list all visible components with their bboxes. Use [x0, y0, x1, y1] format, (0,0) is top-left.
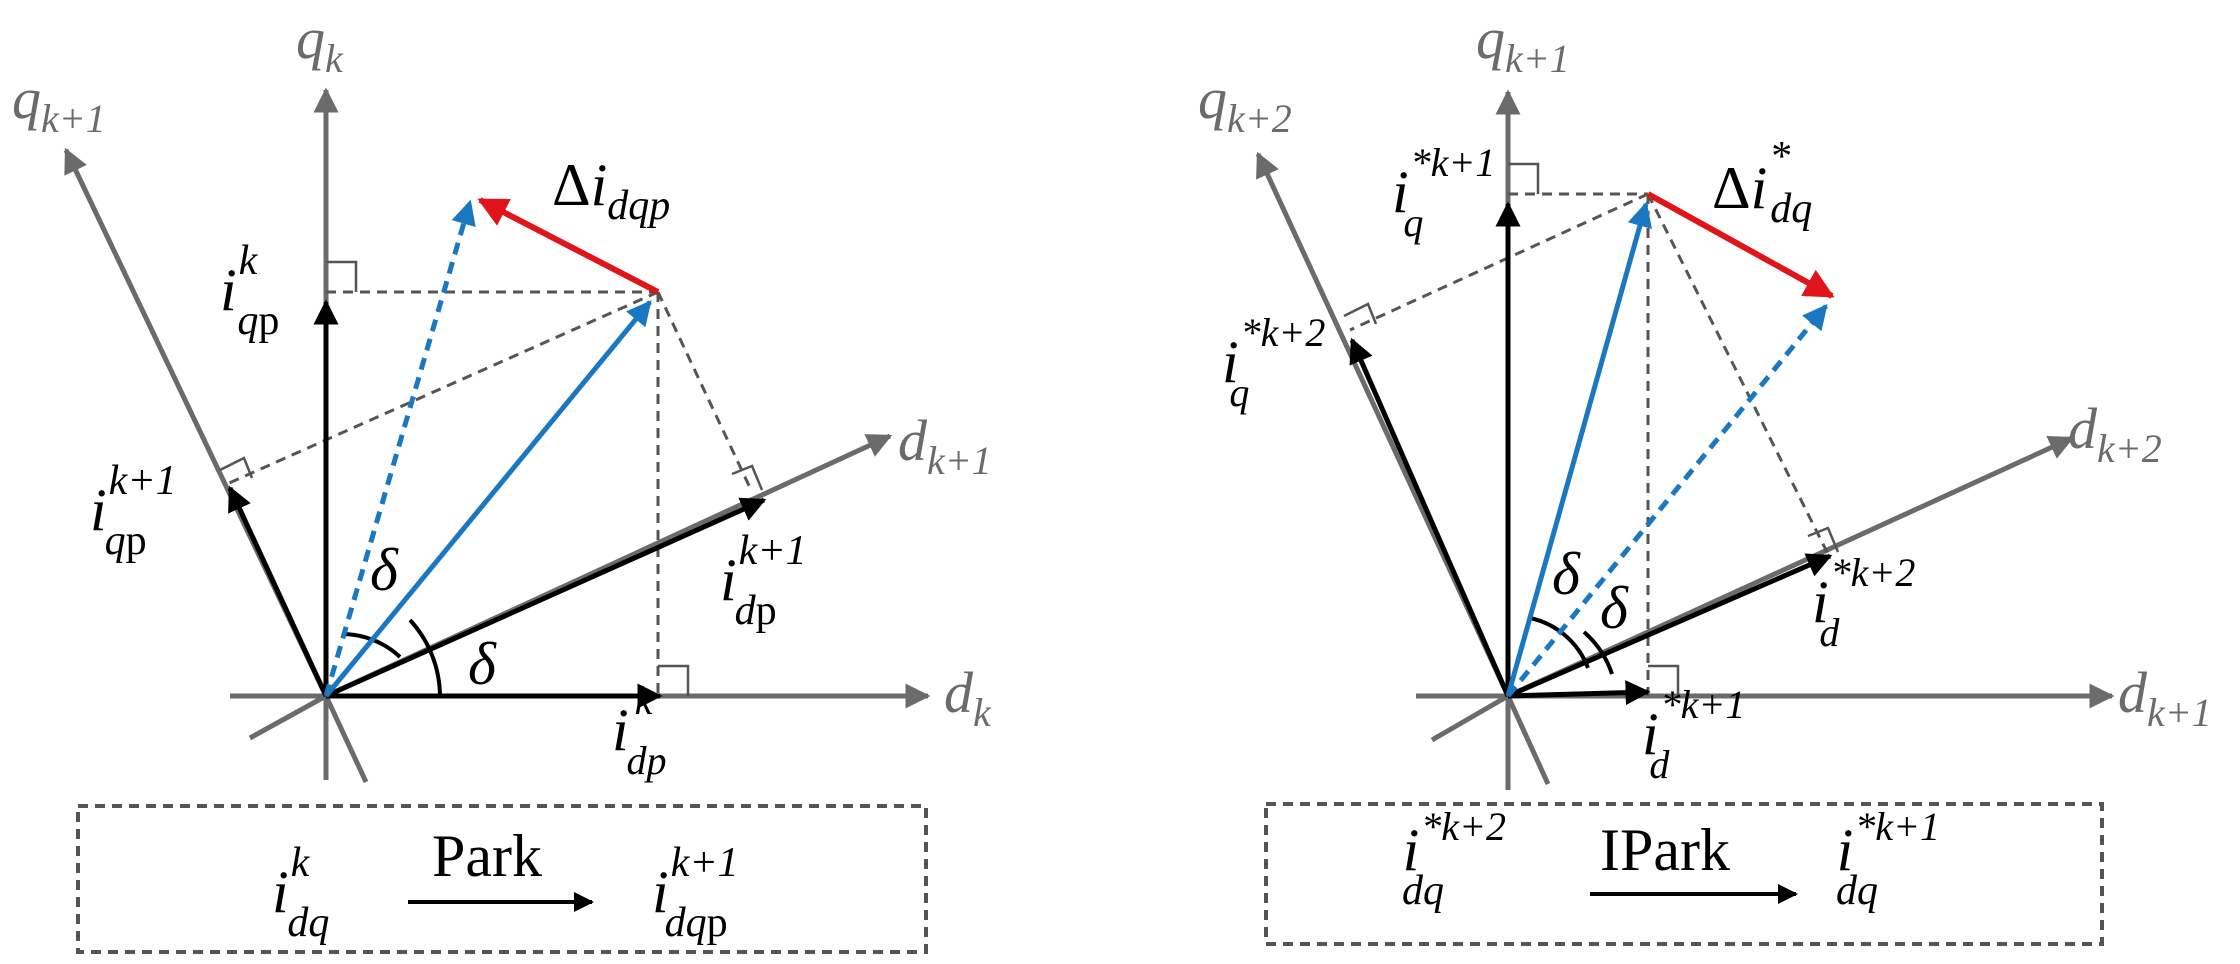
- vector-idp-k1: [324, 497, 767, 699]
- vector-idq-k: [324, 300, 652, 698]
- delta-arc-outer: [408, 618, 442, 697]
- label-delta-idqp: Δidqp: [552, 152, 670, 229]
- vector-delta-idq: [1646, 191, 1835, 299]
- projection-lines: [1349, 192, 1830, 696]
- label-axis-qk1: qk+1: [12, 66, 106, 141]
- label-axis-qk1: qk+1: [1476, 6, 1570, 81]
- label-delta-angle-2: δ: [468, 631, 497, 697]
- axis-qk2-tail: [1505, 694, 1551, 786]
- label-delta-idq: Δi*dq: [1712, 134, 1812, 232]
- delta-arc-inner: [1582, 630, 1614, 675]
- label-delta-angle-2: δ: [1600, 575, 1629, 641]
- right-angle-markers: [1343, 162, 1840, 696]
- vector-delta-idqp: [477, 197, 660, 295]
- label-delta-angle-1: δ: [370, 537, 399, 603]
- vector-iqp-k1: [227, 485, 329, 698]
- label-axis-qk2: qk+2: [1198, 66, 1292, 141]
- box-op-park: Park: [432, 823, 542, 889]
- label-delta-angle-1: δ: [1552, 541, 1581, 607]
- label-axis-dk1: dk+1: [898, 408, 992, 483]
- ipark-equation-box: [1264, 802, 2104, 946]
- projection-lines: [226, 290, 754, 696]
- axis-dk2-tail: [1430, 693, 1510, 743]
- vector-id-k1: [1507, 680, 1651, 706]
- box-op-ipark: IPark: [1600, 817, 1730, 883]
- vector-id-k2: [1507, 553, 1833, 699]
- label-axis-dk1: dk+1: [2118, 660, 2212, 735]
- axis-qk1-tail: [323, 694, 369, 784]
- label-axis-dk: dk: [944, 660, 992, 735]
- axis-dk1-tail: [248, 693, 328, 741]
- label-axis-qk: qk: [296, 6, 344, 81]
- park-equation-box: [76, 804, 928, 954]
- vector-idq-k1: [1505, 201, 1652, 697]
- vector-idq-k2-dashed: [1506, 304, 1828, 698]
- right-angle-markers: [219, 260, 764, 696]
- vector-iq-k2: [1349, 337, 1511, 698]
- label-axis-dk2: dk+2: [2068, 396, 2162, 471]
- vector-idqp-k1-dashed: [323, 199, 476, 697]
